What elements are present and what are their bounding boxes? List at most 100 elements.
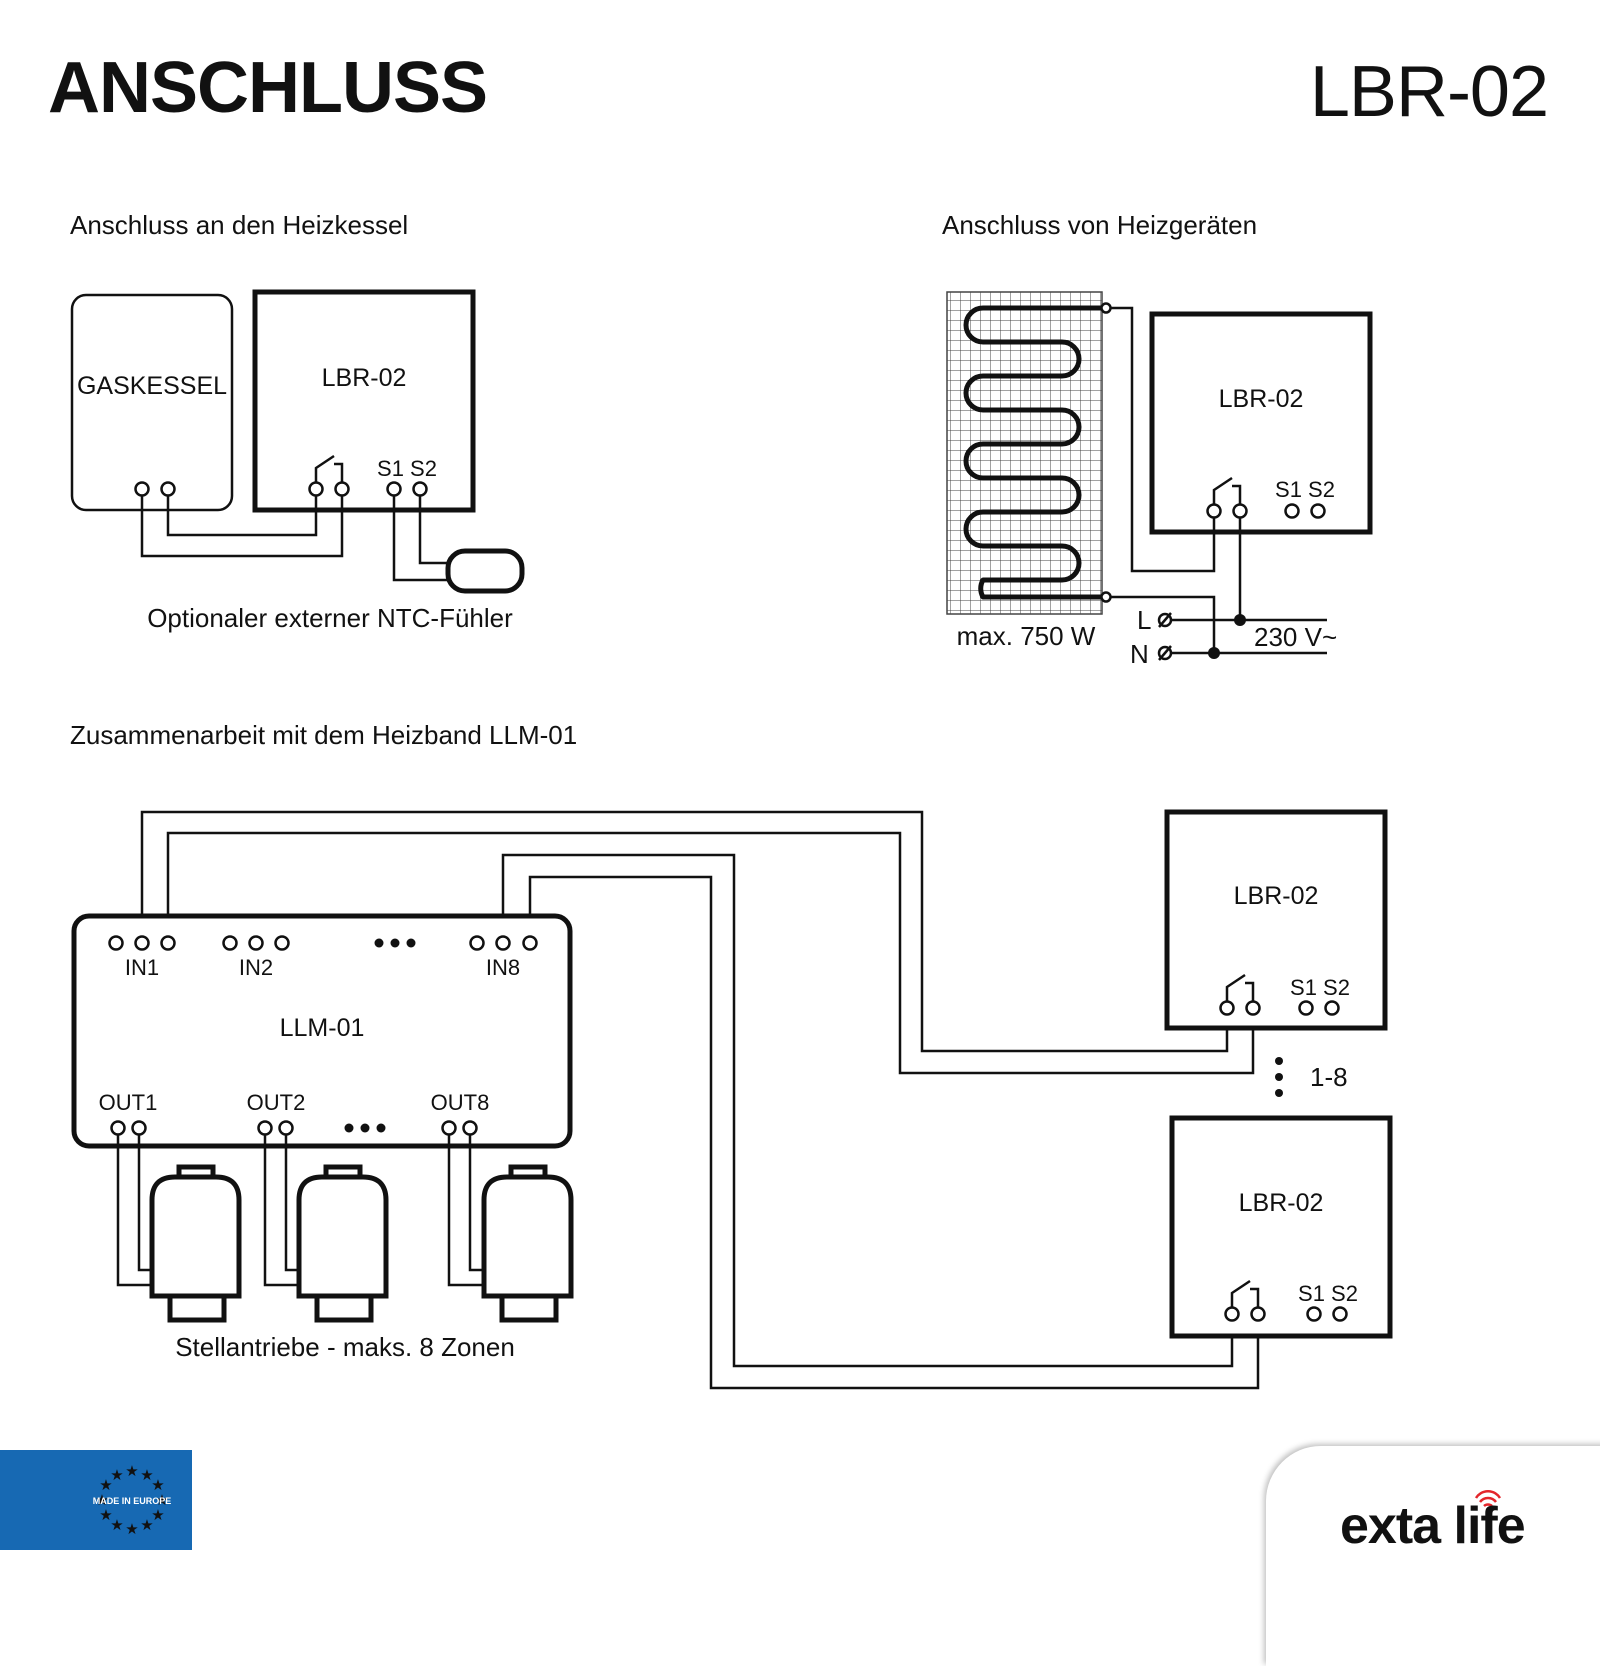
ellipsis-dot — [406, 938, 416, 948]
relay-contact-icon — [1225, 973, 1255, 1001]
gas-boiler-box — [70, 293, 234, 512]
ellipsis-dot — [344, 1123, 354, 1133]
llm-diagram: LLM-01 IN1 IN2 IN8 OUT1 OUT2 OUT8 — [71, 809, 1393, 1390]
coil-lead-top — [1100, 302, 1112, 314]
wire-in1-inner — [166, 831, 1255, 1075]
sensor-terminals-label: S1 S2 — [1298, 1281, 1358, 1306]
s1-terminal — [386, 481, 402, 497]
svg-text:★: ★ — [140, 1517, 153, 1534]
in8-terminal-1 — [469, 935, 485, 951]
svg-text:★: ★ — [140, 1467, 153, 1484]
ntc-sensor — [445, 548, 525, 594]
ellipsis-dot — [390, 938, 400, 948]
in1-terminal-3 — [160, 935, 176, 951]
lbr02-label-zone-8: LBR-02 — [1239, 1189, 1324, 1217]
in1-terminal-2 — [134, 935, 150, 951]
gas-boiler-label: GASKESSEL — [77, 372, 227, 400]
section-title-llm: Zusammenarbeit mit dem Heizband LLM-01 — [70, 720, 578, 750]
relay-terminal-1 — [1224, 1306, 1240, 1322]
range-dot — [1275, 1057, 1283, 1065]
coil-lead-bottom — [1100, 591, 1112, 603]
actuator-icon — [296, 1164, 389, 1323]
boiler-diagram: GASKESSEL LBR-02 S1 S2 Optionaler extern… — [70, 289, 525, 633]
relay-terminal-2 — [1232, 503, 1248, 519]
wiring-diagram: GASKESSEL LBR-02 S1 S2 Optionaler extern… — [0, 289, 1393, 1550]
brand-logo: exta life — [1340, 1497, 1526, 1555]
relay-terminal-1 — [1206, 503, 1222, 519]
neutral-terminal-slash — [1158, 645, 1172, 661]
wire-boiler-2 — [166, 496, 318, 537]
in8-terminal-2 — [495, 935, 511, 951]
output-label-2: OUT2 — [247, 1090, 306, 1115]
actuators-caption: Stellantriebe - maks. 8 Zonen — [175, 1332, 515, 1362]
logo-card — [1266, 1446, 1600, 1666]
svg-text:★: ★ — [99, 1507, 112, 1524]
s2-terminal — [1324, 1000, 1340, 1016]
section-title-heaters: Anschluss von Heizgeräten — [942, 210, 1258, 240]
phase-label: L — [1137, 605, 1151, 635]
actuator-wire — [263, 1135, 302, 1287]
range-dot — [1275, 1089, 1283, 1097]
actuator-wire — [447, 1135, 487, 1287]
s2-terminal — [412, 481, 428, 497]
svg-text:★: ★ — [151, 1507, 164, 1524]
svg-text:★: ★ — [125, 1463, 138, 1480]
s2-terminal — [1332, 1306, 1348, 1322]
heater-diagram: max. 750 W LBR-02 S1 S2 L N 230 V~ — [946, 291, 1373, 669]
wire-heater-bottom — [1110, 595, 1216, 653]
s1-terminal — [1284, 503, 1300, 519]
lbr02-label-heater: LBR-02 — [1219, 385, 1304, 413]
sensor-terminals-label: S1 S2 — [1290, 975, 1350, 1000]
voltage-label: 230 V~ — [1254, 622, 1337, 652]
ellipsis-dot — [376, 1123, 386, 1133]
neutral-label: N — [1130, 639, 1149, 669]
heater-power-caption: max. 750 W — [957, 621, 1096, 651]
llm01-label: LLM-01 — [280, 1014, 365, 1042]
output-label-1: OUT1 — [99, 1090, 158, 1115]
lbr02-box-zone-8 — [1169, 1115, 1393, 1339]
boiler-terminal-2 — [160, 481, 176, 497]
lbr02-box-zone-1 — [1164, 809, 1388, 1031]
svg-text:★: ★ — [125, 1521, 138, 1538]
svg-text:★: ★ — [99, 1477, 112, 1494]
svg-text:★: ★ — [110, 1517, 123, 1534]
wire-in1-outer — [140, 810, 1229, 1053]
in2-terminal-2 — [248, 935, 264, 951]
in8-terminal-3 — [522, 935, 538, 951]
boiler-terminal-1 — [134, 481, 150, 497]
input-label-3: IN8 — [486, 955, 520, 980]
lbr02-box-boiler — [252, 289, 476, 513]
out8-terminal-2 — [462, 1120, 478, 1136]
actuator-icon — [149, 1164, 242, 1323]
neutral-junction — [1208, 647, 1220, 659]
model-title: LBR-02 — [1309, 52, 1549, 132]
llm01-module — [71, 913, 573, 1149]
input-label-2: IN2 — [239, 955, 273, 980]
made-in-europe-badge: ★ ★ ★ ★ ★ ★ ★ ★ ★ ★ ★ ★ MADE IN EUROPE — [0, 1450, 192, 1550]
actuator-icon — [481, 1164, 574, 1323]
sensor-terminals-label: S1 S2 — [377, 456, 437, 481]
actuator-wire — [116, 1135, 155, 1287]
sensor-terminals-label: S1 S2 — [1275, 477, 1335, 502]
ellipsis-dot — [374, 938, 384, 948]
phase-junction — [1234, 614, 1246, 626]
badge-text: MADE IN EUROPE — [93, 1496, 172, 1506]
in2-terminal-1 — [222, 935, 238, 951]
ntc-caption: Optionaler externer NTC-Fühler — [147, 603, 513, 633]
lbr02-label-boiler: LBR-02 — [322, 364, 407, 392]
out2-terminal-2 — [278, 1120, 294, 1136]
svg-text:★: ★ — [95, 1492, 108, 1509]
page-title: ANSCHLUSS — [48, 48, 488, 128]
out8-terminal-1 — [441, 1120, 457, 1136]
in1-terminal-1 — [108, 935, 124, 951]
lbr02-box-heater — [1149, 311, 1373, 535]
output-label-3: OUT8 — [431, 1090, 490, 1115]
relay-terminal-2 — [1250, 1306, 1266, 1322]
section-title-boiler: Anschluss an den Heizkessel — [70, 210, 409, 240]
relay-contact-icon — [314, 454, 344, 482]
heating-coil — [963, 305, 1106, 600]
star-ring-icon: ★ ★ ★ ★ ★ ★ ★ ★ ★ ★ ★ ★ — [95, 1463, 168, 1538]
out1-terminal-2 — [131, 1120, 147, 1136]
lbr02-label-zone-1: LBR-02 — [1234, 882, 1319, 910]
range-label: 1-8 — [1310, 1062, 1348, 1092]
